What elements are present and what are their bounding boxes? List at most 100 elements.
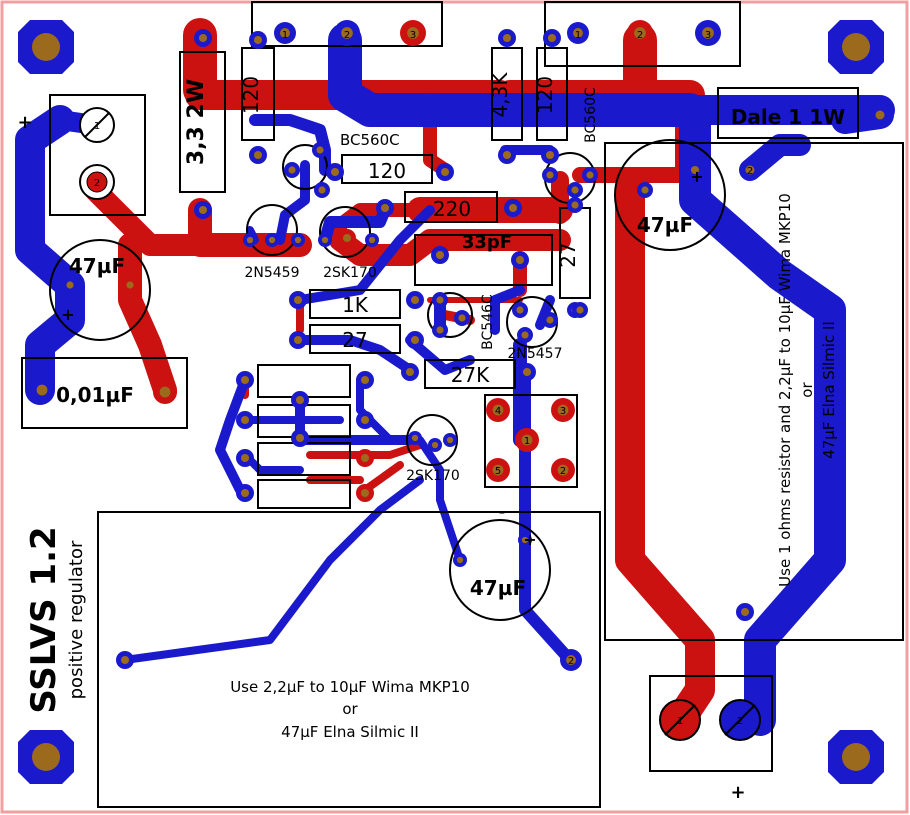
pad-hole [492, 404, 504, 416]
pad-hole [436, 326, 444, 334]
pad-hole [240, 488, 250, 498]
label-2n5457: 2N5457 [507, 346, 562, 362]
note-bottom-line2: or [342, 700, 358, 718]
note-right-line3: 47µF Elna Silmic II [820, 321, 838, 459]
pad-hole [634, 27, 646, 39]
pad-hole [293, 335, 303, 345]
label-bc560c-b: BC560C [583, 87, 599, 143]
mounting-hole-bl [18, 730, 74, 784]
pad-hole [268, 236, 276, 244]
polarity-plus-cap-right: + [690, 167, 703, 186]
pad-hole [240, 375, 250, 385]
pad-hole [341, 27, 353, 39]
pad-hole [545, 150, 555, 160]
pin-label-2c: 2 [560, 466, 566, 477]
pad-hole [198, 33, 208, 43]
pin-label-5: 5 [495, 466, 501, 477]
pad-hole [198, 205, 208, 215]
pad-hole [410, 295, 420, 305]
pad-hole [342, 233, 352, 243]
mounting-hole-tr [828, 20, 884, 74]
pad-hole [321, 236, 329, 244]
label-c-47-right: 47µF [637, 213, 693, 237]
pad-hole [405, 367, 415, 377]
pad-hole [411, 434, 419, 442]
pad-hole [431, 441, 439, 449]
pad-hole [288, 166, 296, 174]
label-2n5459: 2N5459 [244, 265, 299, 281]
pad-hole [458, 314, 466, 322]
title-sub: positive regulator [66, 540, 87, 699]
pad-hole [436, 296, 444, 304]
pad-hole [745, 165, 755, 175]
label-r-27-a: 27 [342, 328, 367, 352]
pin-label-2a: 2 [344, 30, 350, 41]
pad-hole [330, 167, 340, 177]
pin-label-4: 4 [495, 406, 501, 417]
label-r-33w: 3,3 2W [184, 79, 209, 165]
pin-label-t1: 1 [94, 121, 100, 132]
pad-hole [295, 395, 305, 405]
pad-hole [240, 453, 250, 463]
label-r-220: 220 [433, 197, 471, 221]
pad-hole [571, 201, 579, 209]
pad-hole [521, 536, 529, 544]
pad-hole [502, 33, 512, 43]
pad-hole [66, 281, 74, 289]
pad-hole [159, 386, 171, 398]
pad-hole [557, 404, 569, 416]
pin-label-2d: 2 [568, 656, 574, 667]
note-right-line1: Use 1 ohms resistor and 2,2µF to 10µF Wi… [776, 193, 794, 587]
pad-hole [641, 186, 649, 194]
mounting-holes [18, 20, 884, 784]
pad-hole [456, 556, 464, 564]
pin-label-3a: 3 [410, 30, 416, 41]
pad-hole [360, 415, 370, 425]
pad-hole [586, 171, 594, 179]
title-main: SSLVS 1.2 [24, 526, 64, 713]
pad-hole [360, 453, 370, 463]
pad-hole [407, 27, 419, 39]
terminal-screws [79, 107, 761, 741]
label-bc546: BC546C [480, 294, 496, 350]
label-r-27k: 27K [451, 363, 490, 387]
pad-hole [368, 236, 376, 244]
pad-hole [240, 415, 250, 425]
pad-hole [740, 607, 750, 617]
pad-hole [446, 436, 454, 444]
pad-hole [521, 331, 529, 339]
polarity-plus-cap-mid: + [523, 530, 536, 549]
pads [30, 20, 890, 671]
mounting-hole-br [828, 730, 884, 784]
note-bottom-line1: Use 2,2µF to 10µF Wima MKP10 [230, 678, 470, 696]
pin-label-t2: 2 [94, 178, 100, 189]
label-c-33p: 33pF [462, 232, 512, 253]
pin-label-2b: 2 [637, 30, 643, 41]
label-2sk170-b: 2SK170 [406, 468, 460, 484]
pin-label-2e: 2 [737, 716, 743, 727]
pad-hole [515, 255, 525, 265]
pad-hole [126, 281, 134, 289]
pad-hole [294, 236, 302, 244]
pad-hole [875, 110, 885, 120]
pad-hole [573, 28, 583, 38]
pad-hole [253, 150, 263, 160]
pad-hole [435, 250, 445, 260]
pad-hole [508, 203, 518, 213]
pad-hole [440, 167, 450, 177]
pad-hole [280, 28, 290, 38]
pad-hole [702, 27, 714, 39]
label-r-27-b: 27 [556, 242, 580, 267]
label-r-120-b: 120 [533, 76, 557, 114]
pad-hole [690, 165, 700, 175]
pad-hole [566, 655, 576, 665]
mounting-hole-tl [18, 20, 74, 74]
pad-hole [557, 464, 569, 476]
pin-label-3c: 3 [560, 406, 566, 417]
polarity-plus-left: + [17, 112, 32, 133]
pad-hole [318, 186, 326, 194]
pin-label-1b: 1 [575, 30, 581, 41]
label-dale: Dale 1 1W [731, 105, 845, 129]
polarity-plus-bottom: + [730, 782, 745, 803]
